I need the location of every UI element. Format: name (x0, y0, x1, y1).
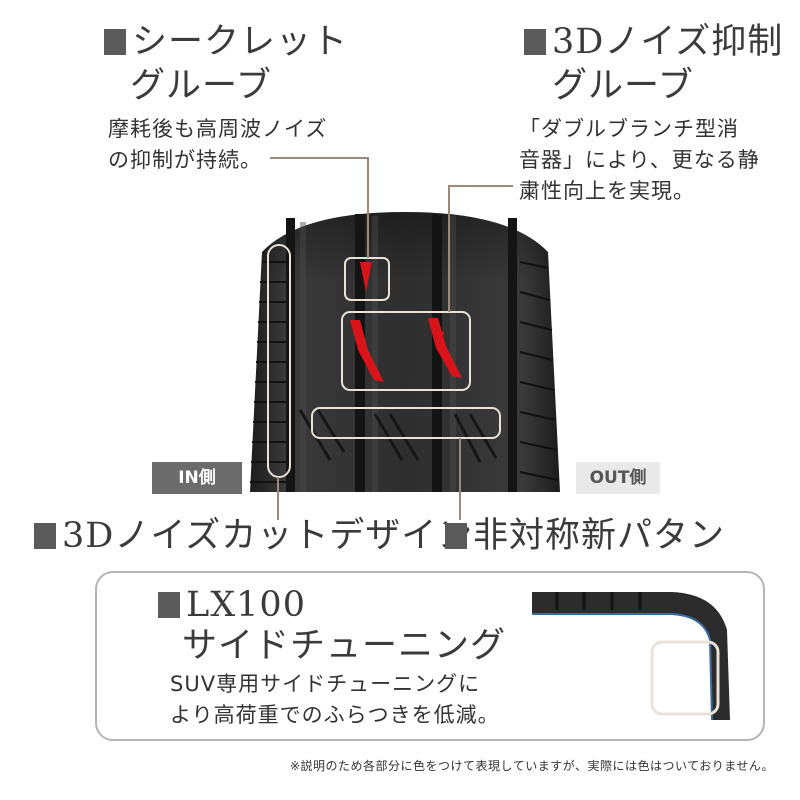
noise3d-groove-desc-line1: 「ダブルブランチ型消 (519, 117, 739, 141)
secret-groove-title: シークレット (104, 20, 348, 64)
panel-title-line2: サイドチューニング (182, 626, 507, 666)
asym-pattern-label: 非対称新パタン (445, 514, 725, 558)
out-side-badge: OUT側 (576, 462, 660, 494)
noise3d-groove-highlight-box (341, 311, 471, 391)
secret-groove-desc-line2: の抑制が持続。 (108, 148, 262, 172)
noise3d-groove-desc-line2: 音器」により、更なる静 (519, 148, 760, 172)
footnote: ※説明のため各部分に色をつけて表現していますが、実際には色はついておりません。 (290, 759, 774, 773)
noise3d-groove-title-line1: 3Dノイズ抑制 (552, 22, 784, 62)
rib-highlights (300, 216, 456, 492)
asym-pattern-label-text: 非対称新パタン (473, 516, 726, 556)
cross-section-inner-liner (532, 613, 713, 721)
secret-groove-title-line2: グルーブ (130, 66, 272, 106)
noise3d-groove-title: 3Dノイズ抑制 (524, 20, 783, 64)
tire-cross-section-illustration (532, 592, 730, 721)
panel-desc-line2: より高荷重でのふらつきを低減。 (170, 703, 500, 727)
cross-section-tread (532, 592, 730, 720)
panel-desc-line1: SUV専用サイドチューニングに (170, 672, 481, 696)
red-noise-groove-accents (350, 262, 462, 382)
square-bullet-icon (524, 29, 546, 55)
square-bullet-icon (158, 592, 180, 618)
noise-cut-label-text: 3Dノイズカットデザイン (62, 516, 474, 556)
square-bullet-icon (104, 29, 126, 55)
panel-title: LX100 (158, 583, 306, 627)
in-side-badge: IN側 (152, 462, 242, 494)
secret-groove-title-line1: シークレット (132, 22, 349, 62)
noise-cut-label: 3Dノイズカットデザイン (34, 514, 473, 558)
noise3d-groove-title-line2: グルーブ (552, 66, 694, 106)
shoulder-blocks-right (519, 261, 559, 481)
square-bullet-icon (445, 523, 467, 549)
callout-leader-lines (270, 157, 513, 520)
asym-pattern-highlight-box (311, 407, 501, 439)
secret-groove-desc-line1: 摩耗後も高周波ノイズ (108, 117, 328, 141)
sidewall-highlight-box (650, 640, 720, 716)
noise3d-groove-desc-line3: 粛性向上を実現。 (519, 179, 695, 203)
square-bullet-icon (34, 523, 56, 549)
panel-title-line1: LX100 (186, 585, 306, 625)
shoulder-blocks-left (250, 261, 288, 483)
